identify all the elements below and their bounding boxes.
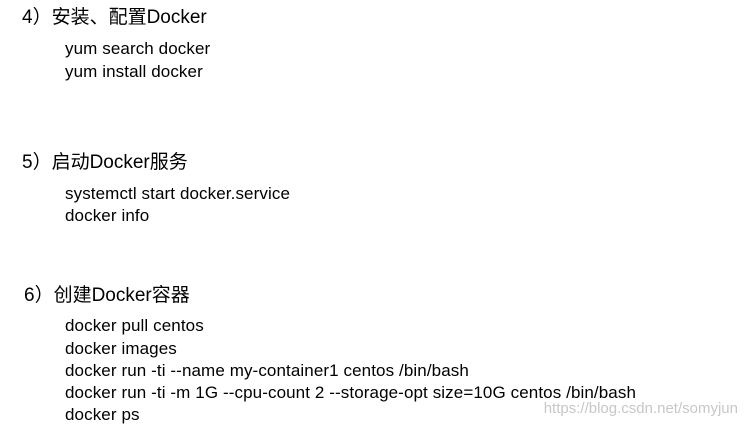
command-line: yum install docker <box>65 62 203 81</box>
watermark-url: https://blog.csdn.net/somyjun <box>543 400 738 417</box>
command-line: systemctl start docker.service <box>65 184 291 203</box>
section-5-heading: 5）启动Docker服务 <box>22 152 188 173</box>
command-line: yum search docker <box>65 39 211 58</box>
command-line: docker run -ti --name my-container1 cent… <box>65 361 469 380</box>
command-line: docker images <box>65 339 177 358</box>
section-6-heading: 6）创建Docker容器 <box>24 285 190 306</box>
command-line: docker info <box>65 206 150 225</box>
section-4-heading: 4）安装、配置Docker <box>22 7 207 28</box>
command-line: docker pull centos <box>65 316 204 335</box>
command-line: docker run -ti -m 1G --cpu-count 2 --sto… <box>65 383 637 402</box>
command-line: docker ps <box>65 405 140 424</box>
